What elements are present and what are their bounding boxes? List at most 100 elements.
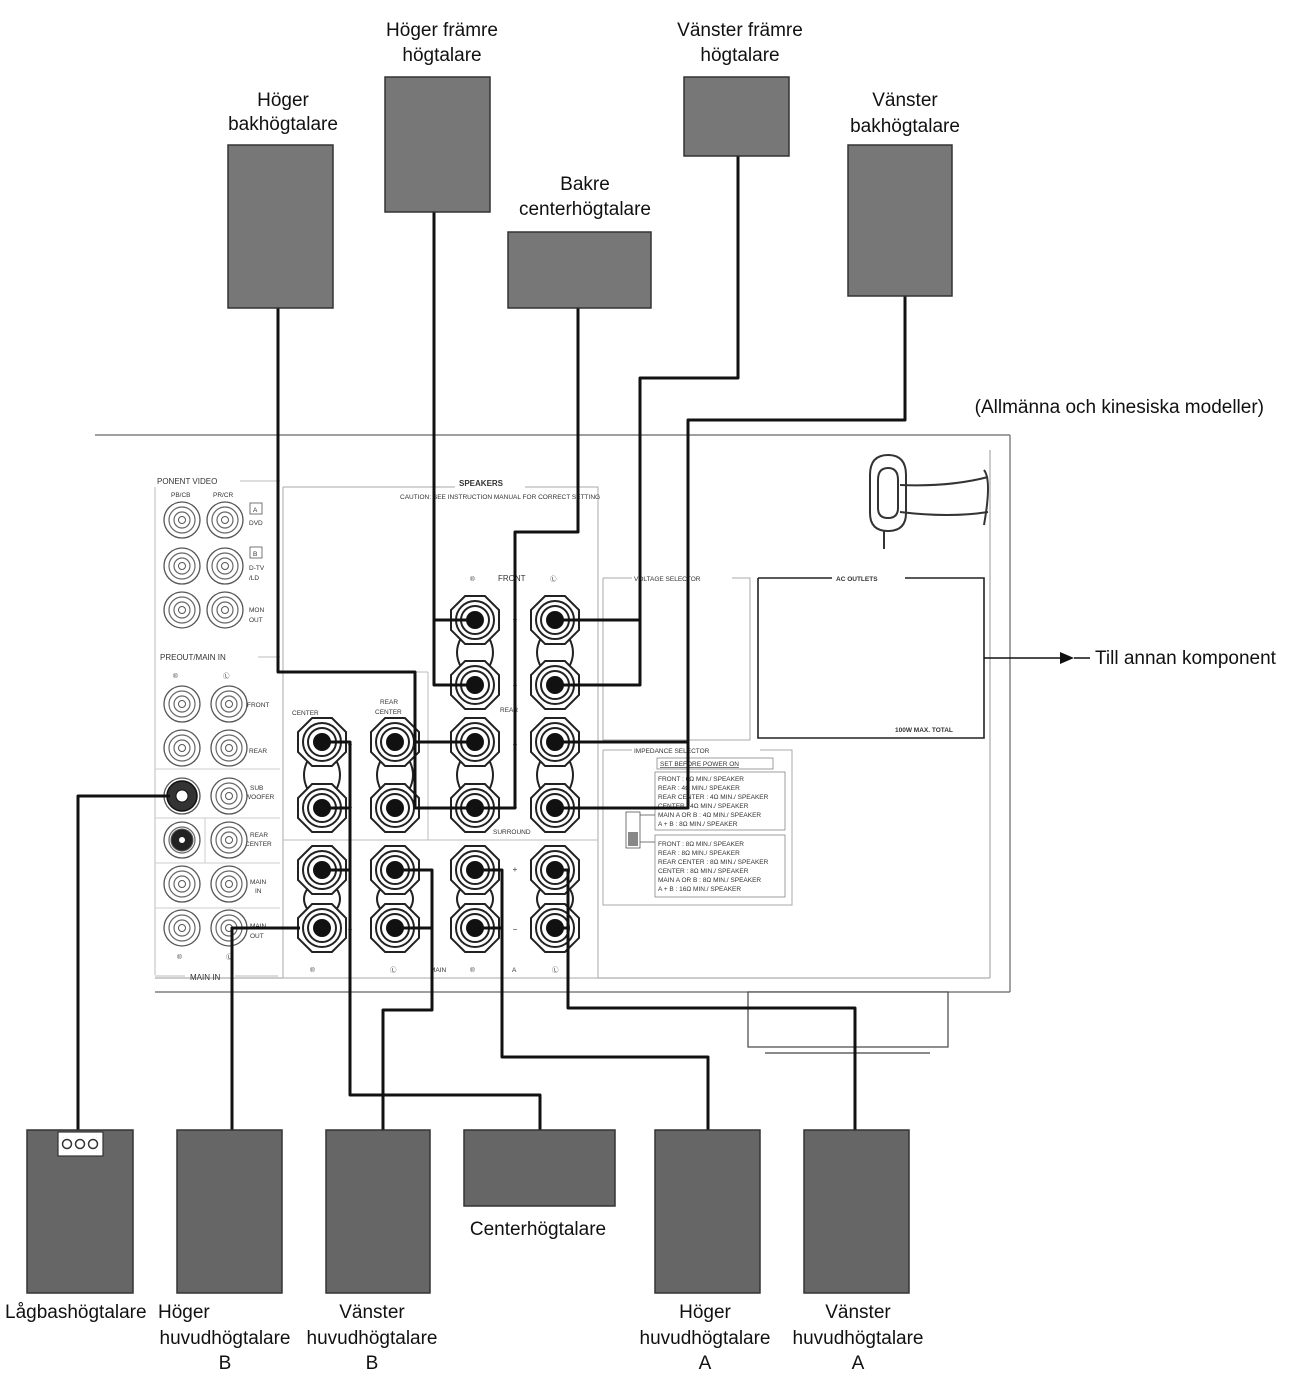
rca-jack-icon <box>163 909 201 947</box>
svg-text:CAUTION: SEE INSTRUCTION MANUA: CAUTION: SEE INSTRUCTION MANUAL FOR CORR… <box>400 494 600 501</box>
svg-text:WOOFER: WOOFER <box>245 794 275 801</box>
svg-text:högtalare: högtalare <box>402 45 481 66</box>
impedance-table-row: MAIN A OR B : 4Ω MIN./ SPEAKER <box>658 812 761 819</box>
binding-post-icon <box>450 717 500 833</box>
impedance-table-row: FRONT : 6Ω MIN./ SPEAKER <box>658 776 744 783</box>
polarity-sign: + <box>513 865 518 874</box>
svg-text:Höger: Höger <box>257 90 309 111</box>
rca-jack-icon <box>163 865 201 903</box>
ac-outlets: AC OUTLETS 100W MAX. TOTAL <box>757 576 985 739</box>
binding-post-icon <box>530 717 580 833</box>
svg-text:centerhögtalare: centerhögtalare <box>519 199 651 220</box>
svg-text:Ⓛ: Ⓛ <box>226 953 233 961</box>
svg-text:SPEAKERS: SPEAKERS <box>459 479 504 488</box>
svg-text:OUT: OUT <box>249 617 263 624</box>
svg-text:PB/CB: PB/CB <box>171 492 191 499</box>
svg-text:AC OUTLETS: AC OUTLETS <box>836 576 878 583</box>
binding-post-icon <box>450 595 500 710</box>
speaker-left-rear: Vänster bakhögtalare <box>847 90 960 297</box>
speaker-right-main-b: Höger huvudhögtalare B <box>158 1129 291 1373</box>
svg-text:PR/CR: PR/CR <box>213 492 234 499</box>
svg-text:VOLTAGE SELECTOR: VOLTAGE SELECTOR <box>634 576 701 583</box>
speaker-right-rear: Höger bakhögtalare <box>227 90 338 309</box>
impedance-table-row: MAIN A OR B : 8Ω MIN./ SPEAKER <box>658 877 761 884</box>
svg-text:A: A <box>253 507 258 514</box>
svg-text:Ⓛ: Ⓛ <box>390 966 397 974</box>
svg-text:A: A <box>852 1353 865 1373</box>
input-jacks-area: PONENT VIDEO PB/CB PR/CR PREOUT/MAIN IN … <box>154 477 280 982</box>
binding-post-icon <box>297 845 347 953</box>
svg-text:A: A <box>699 1353 712 1373</box>
svg-text:IMPEDANCE SELECTOR: IMPEDANCE SELECTOR <box>634 748 710 755</box>
svg-text:Höger: Höger <box>679 1302 731 1323</box>
rca-jack-icon <box>163 821 201 859</box>
svg-text:MON: MON <box>249 607 264 614</box>
rca-jack-icon <box>163 501 201 539</box>
impedance-table-row: FRONT : 8Ω MIN./ SPEAKER <box>658 841 744 848</box>
svg-text:huvudhögtalare: huvudhögtalare <box>793 1328 924 1349</box>
rca-jack-icon <box>210 729 248 767</box>
svg-text:®: ® <box>177 953 182 961</box>
binding-post-icon <box>530 595 580 710</box>
speaker-right-main-a: Höger huvudhögtalare A <box>640 1129 771 1373</box>
svg-text:Vänster främre: Vänster främre <box>677 20 803 41</box>
svg-text:REAR: REAR <box>249 748 267 755</box>
svg-text:FRONT: FRONT <box>247 702 269 709</box>
svg-text:Höger främre: Höger främre <box>386 20 498 41</box>
speaker-left-main-b: Vänster huvudhögtalare B <box>307 1129 438 1373</box>
svg-text:Vänster: Vänster <box>339 1302 405 1323</box>
svg-text:PONENT VIDEO: PONENT VIDEO <box>157 477 217 486</box>
svg-text:Centerhögtalare: Centerhögtalare <box>470 1219 606 1240</box>
svg-text:Bakre: Bakre <box>560 174 610 195</box>
svg-text:Ⓛ: Ⓛ <box>552 966 559 974</box>
rca-jack-icon <box>210 909 248 947</box>
svg-text:huvudhögtalare: huvudhögtalare <box>160 1328 291 1349</box>
impedance-table-row: REAR : 8Ω MIN./ SPEAKER <box>658 850 740 857</box>
rca-jack-icon <box>210 777 248 815</box>
svg-text:FRONT: FRONT <box>498 574 526 583</box>
rca-jack-icon <box>210 865 248 903</box>
svg-text:REAR: REAR <box>500 707 518 714</box>
rca-jack-icon <box>163 685 201 723</box>
svg-text:CENTER: CENTER <box>245 841 272 848</box>
binding-post-icon <box>370 717 420 833</box>
binding-post-icon <box>530 845 580 953</box>
svg-text:Vänster: Vänster <box>825 1302 891 1323</box>
model-note: (Allmänna och kinesiska modeller) <box>975 397 1264 418</box>
svg-text:®: ® <box>310 966 315 974</box>
impedance-table-row: A + B : 16Ω MIN./ SPEAKER <box>658 886 741 893</box>
svg-text:IN: IN <box>255 888 262 895</box>
svg-text:A: A <box>512 967 517 974</box>
rca-jack-icon <box>206 591 244 629</box>
impedance-table-row: CENTER : 4Ω MIN./ SPEAKER <box>658 803 749 810</box>
subwoofer-jack-icon <box>166 780 198 812</box>
receiver-rear-panel <box>95 434 1011 1054</box>
power-cord-icon <box>869 453 989 549</box>
svg-text:MAIN IN: MAIN IN <box>190 973 220 982</box>
svg-text:SET BEFORE POWER ON: SET BEFORE POWER ON <box>660 761 739 768</box>
binding-post-icon <box>370 845 420 953</box>
speaker-right-front: Höger främre högtalare <box>384 20 498 213</box>
polarity-sign: − <box>513 925 518 934</box>
speaker-subwoofer: Lågbashögtalare <box>5 1129 147 1323</box>
outlet-arrow <box>984 652 1090 664</box>
rca-jack-icon <box>206 547 244 585</box>
rca-jack-icon <box>163 729 201 767</box>
svg-text:Vänster: Vänster <box>872 90 938 111</box>
svg-text:/LD: /LD <box>249 575 259 582</box>
svg-text:bakhögtalare: bakhögtalare <box>850 116 960 137</box>
svg-text:®: ® <box>173 672 178 680</box>
svg-text:100W MAX. TOTAL: 100W MAX. TOTAL <box>895 727 953 734</box>
svg-text:®: ® <box>470 966 475 974</box>
speaker-left-main-a: Vänster huvudhögtalare A <box>793 1129 924 1373</box>
svg-text:Lågbashögtalare: Lågbashögtalare <box>5 1302 147 1323</box>
svg-text:MAIN: MAIN <box>250 879 267 886</box>
svg-text:MAIN: MAIN <box>430 967 447 974</box>
svg-text:huvudhögtalare: huvudhögtalare <box>307 1328 438 1349</box>
impedance-table-row: REAR CENTER : 4Ω MIN./ SPEAKER <box>658 794 769 801</box>
svg-text:Höger: Höger <box>158 1302 210 1323</box>
svg-text:CENTER: CENTER <box>375 709 402 716</box>
svg-text:huvudhögtalare: huvudhögtalare <box>640 1328 771 1349</box>
svg-text:CENTER: CENTER <box>292 710 319 717</box>
